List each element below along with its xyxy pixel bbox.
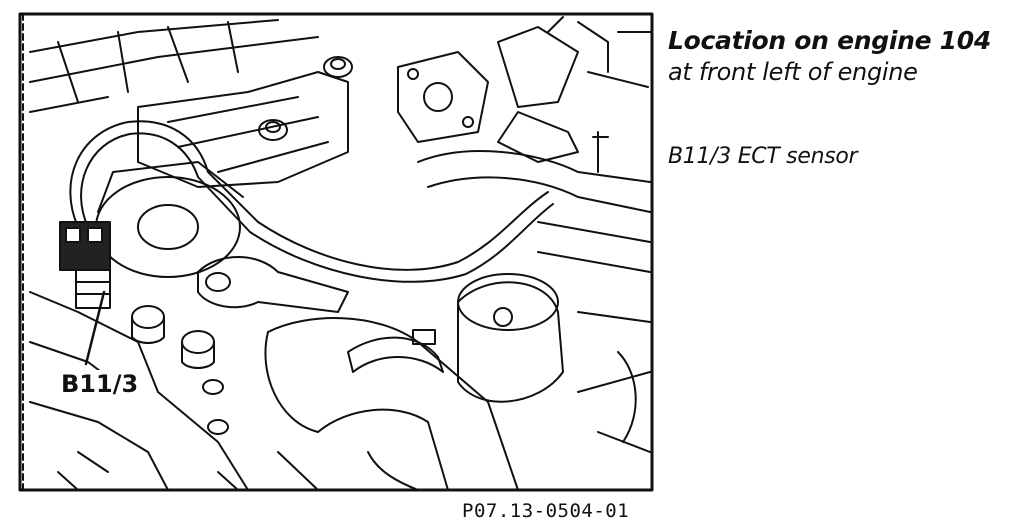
engine-line-drawing bbox=[18, 12, 654, 492]
callout-leader-line bbox=[84, 290, 106, 366]
top-right-hardware bbox=[497, 16, 651, 108]
thermostat-cylinder bbox=[457, 281, 564, 403]
figure-code: P07.13-0504-01 bbox=[462, 500, 630, 522]
mounting-bracket bbox=[197, 256, 349, 313]
radiator-hose bbox=[267, 317, 519, 491]
callout-label-b11-3: B11/3 bbox=[58, 370, 142, 398]
caption-title: Location on engine 104 bbox=[668, 26, 991, 55]
sensor-wire-loop bbox=[69, 120, 549, 271]
thermostat-housing bbox=[95, 176, 241, 278]
valve-cover-ribs bbox=[167, 96, 329, 173]
bolt-upper-1 bbox=[323, 56, 353, 78]
head-ridge-lines bbox=[29, 19, 319, 113]
hose-clamp bbox=[347, 329, 444, 373]
b11-3-ect-sensor bbox=[59, 221, 111, 309]
bolt-lower-1 bbox=[131, 305, 165, 344]
bolt-lower-2 bbox=[181, 330, 215, 369]
caption-block: Location on engine 104 at front left of … bbox=[668, 26, 1018, 169]
engine-illustration: B11/3 bbox=[18, 12, 654, 494]
bolt-upper-2 bbox=[258, 119, 288, 141]
flange-hole bbox=[423, 82, 453, 112]
valve-cover bbox=[137, 71, 349, 188]
coolant-pipe-upper bbox=[417, 150, 651, 213]
bolt-lower-4 bbox=[207, 419, 229, 435]
radiator-shroud bbox=[537, 221, 651, 453]
figure-frame bbox=[18, 12, 654, 492]
flange-plate bbox=[397, 51, 489, 143]
component-legend: B11/3 ECT sensor bbox=[668, 144, 858, 169]
caption-subtitle: at front left of engine bbox=[668, 58, 918, 86]
bolt-lower-3 bbox=[202, 379, 224, 395]
